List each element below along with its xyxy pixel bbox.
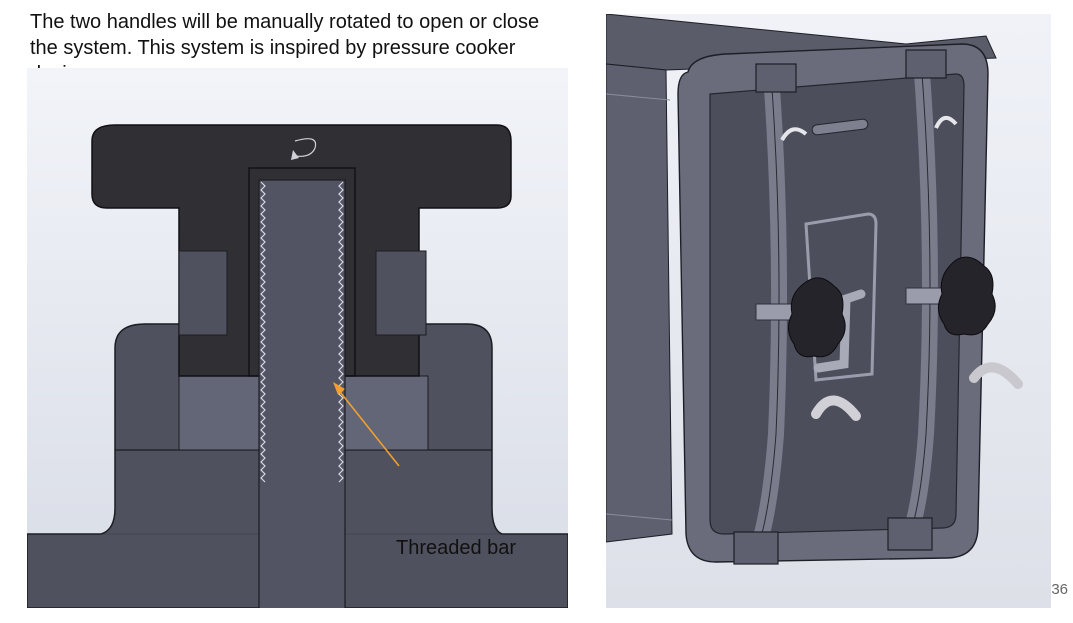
- box-side-face: [606, 63, 673, 543]
- clip-bottom-left: [733, 531, 779, 565]
- threaded-bar: [258, 179, 346, 608]
- rotation-arrow-icon: [294, 138, 317, 157]
- center-window: [804, 212, 878, 382]
- annotation-arrow: [336, 387, 400, 467]
- top-slot: [811, 118, 869, 136]
- cross-section-figure: Threaded bar: [27, 68, 568, 608]
- left-knob: [755, 277, 846, 358]
- thread-profile-left: [260, 181, 266, 483]
- rotation-arrow-icon: [969, 362, 1023, 389]
- enclosure-drawing: [606, 14, 1051, 608]
- housing-collar-left: [178, 375, 260, 451]
- clip-bottom-right: [887, 517, 933, 551]
- rotation-arrow-icon: [934, 116, 958, 129]
- insert-left: [178, 250, 228, 336]
- cross-section-drawing: [27, 68, 568, 608]
- rotation-arrow-icon: [780, 127, 808, 142]
- housing-collar-right: [344, 375, 429, 451]
- clip-top-right: [905, 49, 947, 79]
- rotation-arrow-icon: [811, 395, 861, 421]
- enclosure-3d-figure: [606, 14, 1051, 608]
- right-knob: [905, 256, 996, 336]
- thread-profile-right: [338, 181, 344, 483]
- threaded-bar-label: Threaded bar: [396, 537, 517, 559]
- insert-right: [375, 250, 427, 336]
- page-number: 36: [1051, 581, 1068, 598]
- clip-top-left: [755, 63, 797, 93]
